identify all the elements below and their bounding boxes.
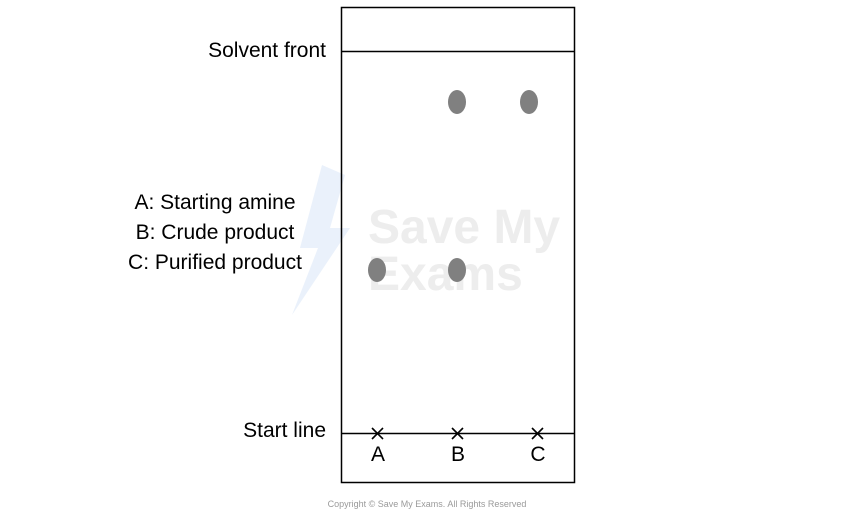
spot-b-upper xyxy=(448,90,466,114)
spot-b-lower xyxy=(448,258,466,282)
origin-mark-c xyxy=(531,427,544,440)
chromatography-plate xyxy=(340,6,576,484)
start-line-label: Start line xyxy=(243,419,326,442)
lane-label-c: C xyxy=(530,443,546,466)
legend-item-a: A: Starting amine xyxy=(134,191,296,214)
spot-c-upper xyxy=(520,90,538,114)
watermark-bolt-icon xyxy=(292,165,350,315)
watermark-text-line1: Save My xyxy=(368,201,560,254)
watermark-text-line2: Exams xyxy=(368,248,523,301)
solvent-front-label: Solvent front xyxy=(208,39,326,62)
origin-mark-b xyxy=(451,427,464,440)
origin-mark-a xyxy=(371,427,384,440)
watermark: Save My Exams xyxy=(292,165,560,315)
lane-label-b: B xyxy=(450,443,465,466)
lane-label-a: A xyxy=(370,443,385,466)
spot-a-lower xyxy=(368,258,386,282)
copyright-notice: Copyright © Save My Exams. All Rights Re… xyxy=(327,499,527,509)
legend-item-c: C: Purified product xyxy=(128,251,302,274)
legend-item-b: B: Crude product xyxy=(135,221,295,244)
